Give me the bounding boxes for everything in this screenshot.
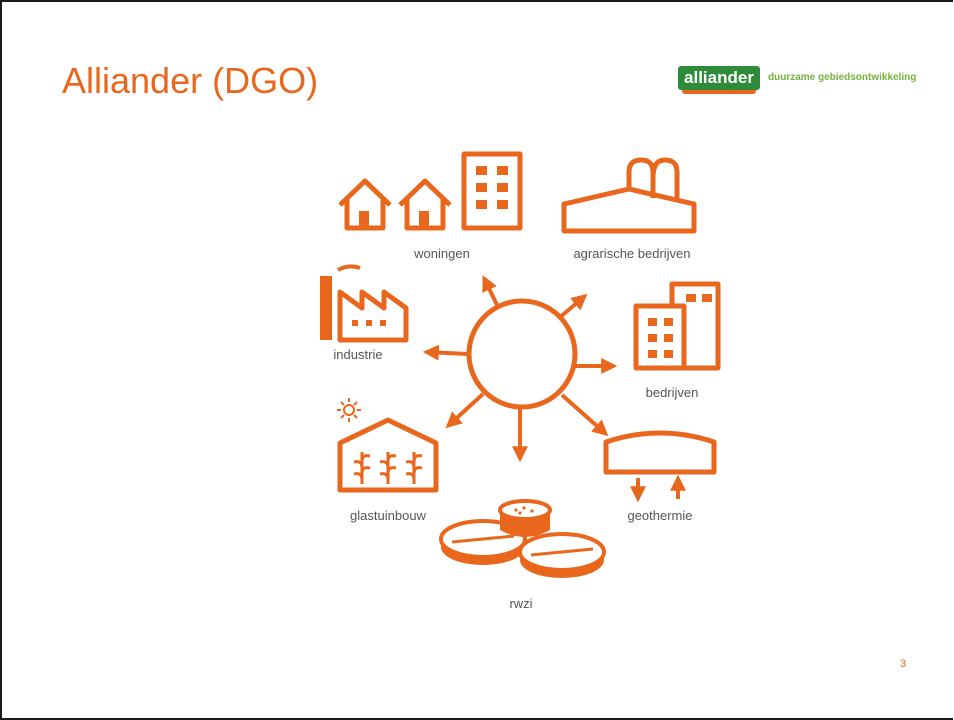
houses-icon <box>338 151 523 231</box>
office-buildings-icon <box>633 281 721 371</box>
arrow-top-left <box>482 275 500 308</box>
central-hub <box>466 298 578 410</box>
sun-icon <box>337 398 361 422</box>
logo-badge <box>678 66 760 94</box>
label-industrie: industrie <box>333 347 382 362</box>
slide-title: Alliander (DGO) <box>62 60 319 101</box>
arrow-bottom-left <box>445 392 485 429</box>
label-woningen: woningen <box>413 246 470 261</box>
greenhouse-icon <box>337 417 439 493</box>
label-geothermie: geothermie <box>627 508 692 523</box>
arrow-top-right <box>557 293 588 320</box>
label-agrarische-bedrijven: agrarische bedrijven <box>573 246 690 261</box>
geothermal-icon <box>603 430 717 475</box>
hub-arrows <box>422 275 618 463</box>
logo-tagline: duurzame gebiedsontwikkeling <box>768 72 917 83</box>
label-rwzi: rwzi <box>509 596 532 611</box>
factory-icon <box>320 264 409 343</box>
arrow-bottom-right <box>560 393 609 437</box>
label-bedrijven: bedrijven <box>646 385 699 400</box>
geothermal-arrows <box>630 474 686 503</box>
page-number: 3 <box>900 658 907 670</box>
logo-wordmark: alliander <box>684 68 754 87</box>
arrow-left <box>422 344 469 361</box>
farm-icon <box>561 157 697 234</box>
water-treatment-icon <box>439 499 606 578</box>
label-glastuinbouw: glastuinbouw <box>350 508 426 523</box>
